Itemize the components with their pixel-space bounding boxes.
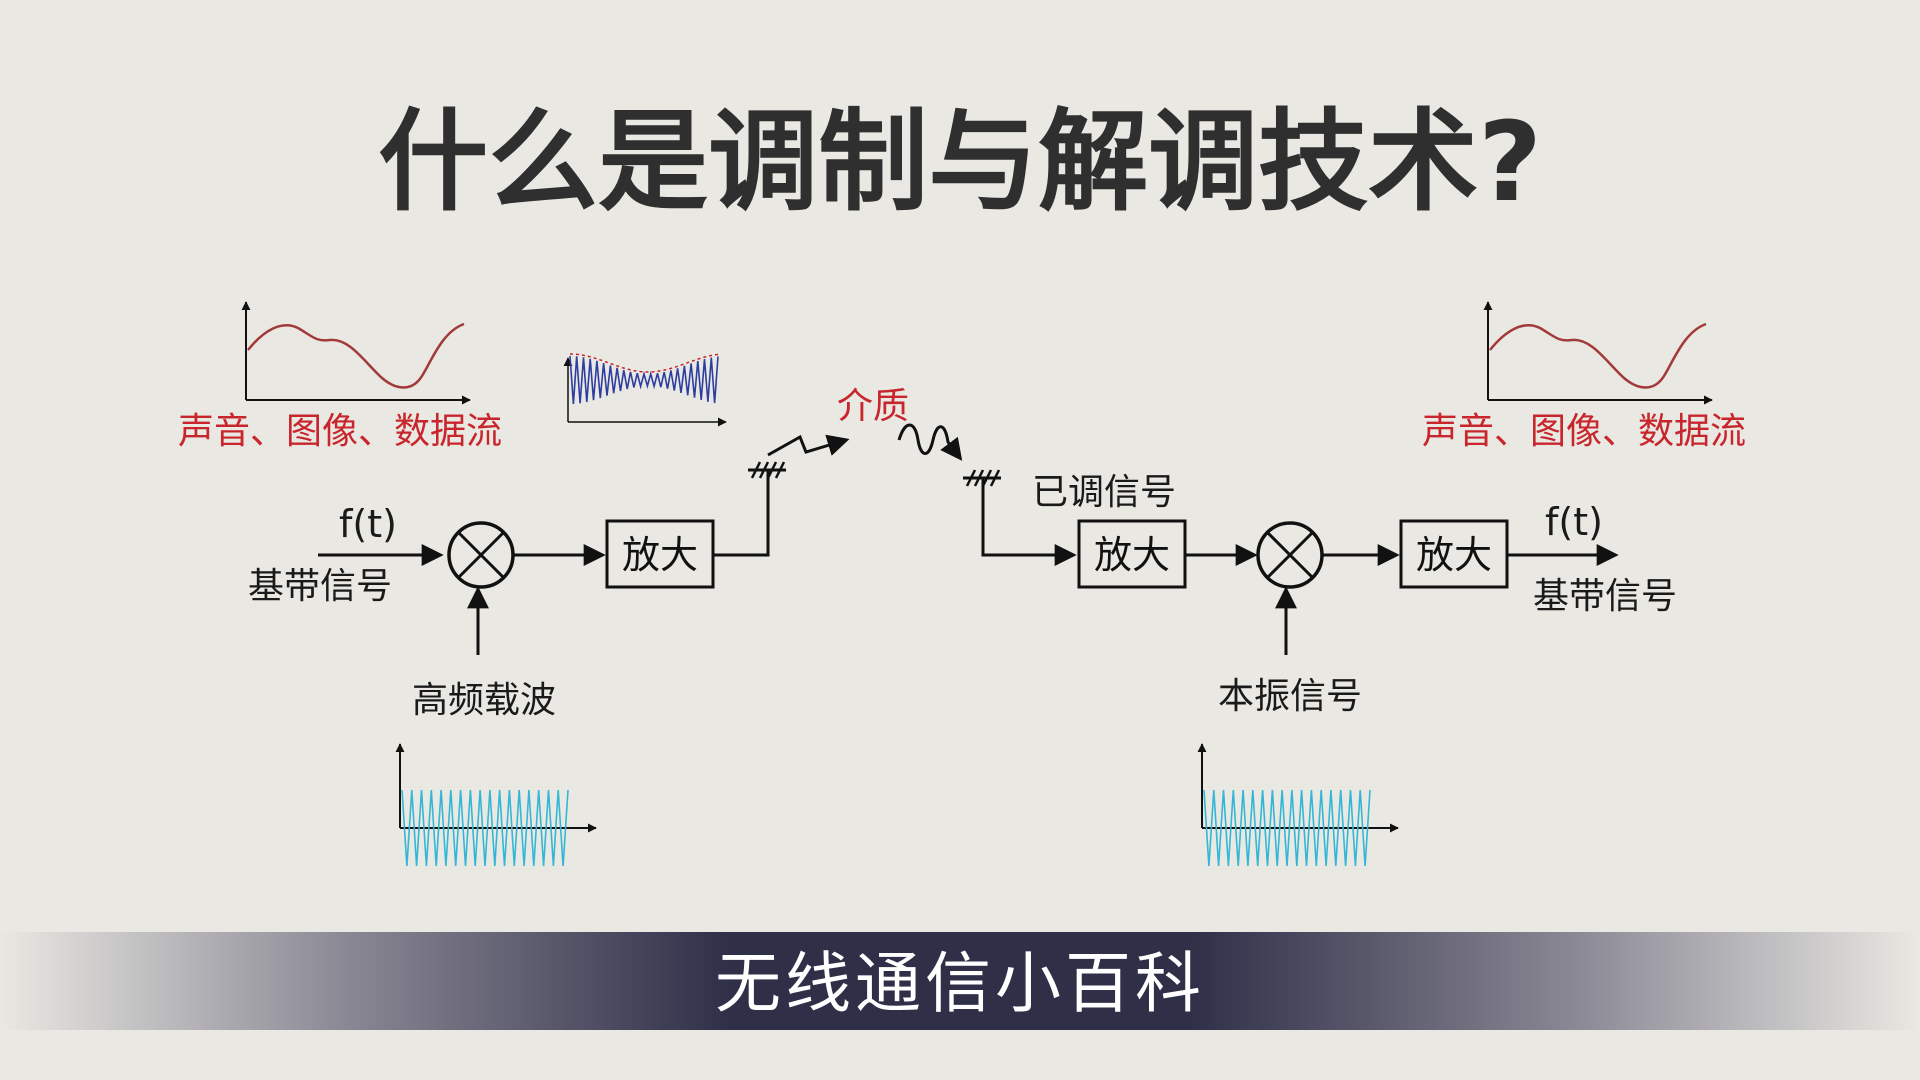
media-types-label-left: 声音、图像、数据流 [178,411,502,452]
antenna-icon [963,469,1001,487]
mixer-icon [1256,521,1324,589]
baseband-plot-right [1483,301,1713,405]
page-title: 什么是调制与解调技术? [378,98,1542,226]
modulated-wave-plot [563,353,727,427]
envelope-curve [569,353,719,373]
wave-icon [767,434,850,457]
baseband-label-right: 基带信号 [1533,576,1677,617]
wave-icon [897,423,963,461]
carrier-wave [401,789,569,867]
ft-label-left: f(t) [339,502,397,546]
carrier-label: 高频载波 [412,680,556,721]
carrier-wave [1203,789,1371,867]
amp-box-tx: 放大 [605,519,715,589]
svg-text:放大: 放大 [622,533,698,577]
modulated-label: 已调信号 [1032,472,1176,513]
svg-text:放大: 放大 [1416,533,1492,577]
baseband-wave [247,322,465,389]
media-types-label-right: 声音、图像、数据流 [1422,411,1746,452]
amp-box-rx2: 放大 [1399,519,1509,589]
antenna-icon [748,461,786,479]
local-osc-label: 本振信号 [1218,676,1362,717]
amp-box-rx1: 放大 [1077,519,1187,589]
svg-text:放大: 放大 [1094,533,1170,577]
ft-label-right: f(t) [1545,500,1603,544]
medium-label: 介质 [837,386,909,427]
baseband-plot-left [241,301,471,405]
baseband-wave [1489,322,1707,389]
banner-text: 无线通信小百科 [715,945,1205,1022]
baseband-label-left: 基带信号 [248,566,392,607]
carrier-plot [395,743,597,867]
rx-feed-line [981,478,1077,566]
local-osc-plot [1197,743,1399,867]
mixer-icon [447,521,515,589]
tx-feed-line [713,470,770,557]
bottom-banner [0,932,1920,1030]
modulated-wave [569,355,719,404]
